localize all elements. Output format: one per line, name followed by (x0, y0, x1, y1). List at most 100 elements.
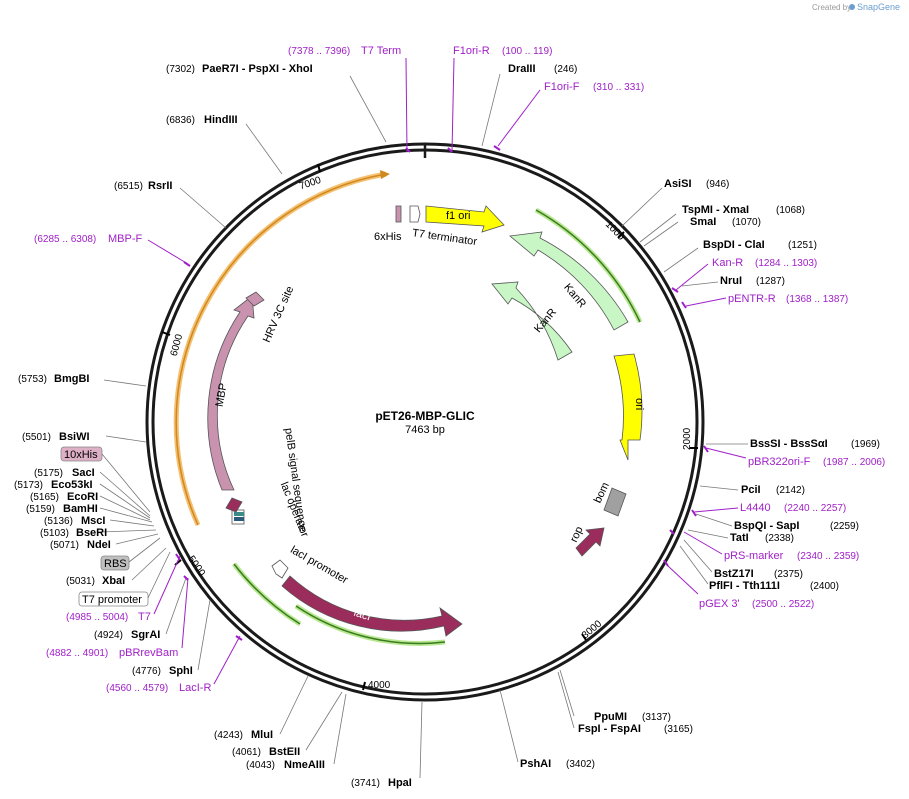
primer-position: (100 .. 119) (502, 46, 552, 57)
feature-label: T7 terminator (411, 227, 478, 248)
enzyme-name: TspMI - XmaI (682, 204, 749, 216)
feature-mbp[interactable]: MBP (207, 295, 255, 491)
enzyme-position: (5501) (22, 432, 51, 443)
enzyme-position: (7302) (166, 64, 195, 75)
enzyme-position: (5103) (40, 528, 69, 539)
feature-tag-label: 10xHis (64, 449, 98, 461)
orf-arc-orange-head (380, 170, 390, 179)
feature-rop[interactable]: rop (568, 525, 605, 557)
feature-tag-rbs[interactable]: RBS (100, 555, 130, 571)
feature-label: lacI promoter (288, 544, 350, 587)
feature-kanr-1[interactable]: KanR (509, 231, 629, 331)
tick-label: 2000 (682, 427, 693, 450)
feature-ori[interactable]: ori (613, 353, 645, 461)
enzyme-position: (5159) (26, 504, 55, 515)
enzyme-name: BseRI (76, 527, 107, 539)
enzyme-position: (3137) (642, 712, 671, 723)
feature-tag-10xhis[interactable]: 10xHis (60, 446, 103, 462)
enzyme-position: (5173) (14, 480, 43, 491)
enzyme-name: BsiWI (59, 431, 90, 443)
leader-line (128, 537, 161, 563)
primer-position: (6285 .. 6308) (34, 234, 96, 245)
enzyme-position: (4061) (232, 747, 261, 758)
primer-position: (2340 .. 2359) (797, 551, 859, 562)
tick-label: 7000 (298, 175, 323, 192)
enzyme-name: BstZ17I (714, 568, 754, 580)
backbone (145, 142, 705, 702)
primer-position: (7378 .. 7396) (288, 46, 350, 57)
feature-f1-ori[interactable]: f1 ori (425, 205, 505, 233)
primer-name: pENTR-R (728, 293, 776, 305)
feature-laci[interactable]: lacI (281, 575, 463, 637)
enzyme-name: MscI (81, 515, 105, 527)
enzyme-name: HindIII (204, 114, 238, 126)
enzyme-position: (1287) (756, 276, 785, 287)
snapgene-logo-icon (849, 4, 855, 10)
enzyme-position: (5136) (44, 516, 73, 527)
feature-label: HRV 3C site (261, 284, 297, 344)
feature-bom[interactable]: bom (592, 481, 627, 517)
primer-name: T7 Term (361, 45, 401, 57)
enzyme-name: AsiSI (664, 178, 692, 190)
enzyme-position: (2259) (830, 521, 859, 532)
orf-arc-green-line (535, 209, 641, 323)
enzyme-position: (5165) (30, 492, 59, 503)
primer-name: pRS-marker (724, 550, 784, 562)
enzyme-name: DraIII (508, 63, 536, 75)
enzyme-name: Eco53kI (51, 479, 93, 491)
primer-name: Kan-R (712, 257, 743, 269)
tick-label: 4000 (368, 680, 391, 691)
enzyme-position: (946) (706, 179, 729, 190)
enzyme-position: (3165) (664, 724, 693, 735)
feature-kanr-2[interactable]: KanR (491, 281, 573, 361)
primer-name: F1ori-R (453, 45, 490, 57)
enzyme-name: XbaI (102, 575, 125, 587)
feature-tag-t7-promoter[interactable]: T7 promoter (78, 591, 149, 607)
feature-tag-label: T7 promoter (82, 594, 142, 606)
enzyme-name: BspDI - ClaI (703, 239, 765, 251)
enzyme-position: (4776) (132, 666, 161, 677)
enzyme-position: (2142) (776, 485, 805, 496)
enzyme-position: (1070) (732, 217, 761, 228)
feature-6xhis[interactable]: 6xHis (374, 205, 402, 243)
enzyme-position: (1068) (776, 205, 805, 216)
enzyme-name: PshAI (520, 758, 551, 770)
feature-label: pelB signal sequence (282, 427, 308, 532)
enzyme-name: RsrII (148, 180, 172, 192)
enzyme-position: (5031) (66, 576, 95, 587)
primer-position: (1284 .. 1303) (755, 258, 817, 269)
primer-name: LacI-R (179, 682, 211, 694)
enzyme-position: (2375) (774, 569, 803, 580)
enzyme-name: HpaI (388, 777, 412, 789)
enzyme-name: PpuMI (594, 711, 627, 723)
orf-arc-green-2-line (233, 563, 301, 625)
enzyme-name: FspI - FspAI (578, 723, 641, 735)
enzyme-position: (4924) (94, 630, 123, 641)
plasmid-name: pET26-MBP-GLIC (375, 409, 475, 423)
enzyme-name: PaeR7I - PspXI - XhoI (202, 63, 313, 75)
feature-label: ori (633, 398, 645, 410)
primer-name: T7 (138, 611, 151, 623)
primer-position: (1987 .. 2006) (823, 457, 885, 468)
primer-labels: (7378 .. 7396) T7 Term F1ori-R (100 .. 1… (34, 45, 885, 694)
orf-arc-green-3-line (295, 605, 446, 645)
enzyme-position: (3402) (566, 759, 595, 770)
enzyme-name: NruI (720, 275, 742, 287)
enzyme-position: (246) (554, 64, 577, 75)
enzyme-position: (5175) (34, 468, 63, 479)
orf-arc-orange (173, 171, 387, 527)
enzyme-position: (2400) (810, 581, 839, 592)
feature-label: lacI (352, 607, 372, 624)
feature-laci-promoter[interactable]: lacI promoter (271, 544, 350, 587)
enzyme-name: EcoRI (67, 491, 98, 503)
primer-name: pGEX 3' (699, 598, 740, 610)
primer-position: (4560 .. 4579) (106, 683, 168, 694)
enzyme-name: SmaI (690, 216, 716, 228)
enzyme-name: TatI (730, 532, 749, 544)
primer-lines (147, 57, 747, 685)
primer-position: (4985 .. 5004) (66, 612, 128, 623)
feature-label: MBP (214, 382, 230, 408)
primer-position: (4882 .. 4901) (46, 648, 108, 659)
enzyme-position: (1969) (851, 439, 880, 450)
enzyme-position: (4243) (214, 730, 243, 741)
